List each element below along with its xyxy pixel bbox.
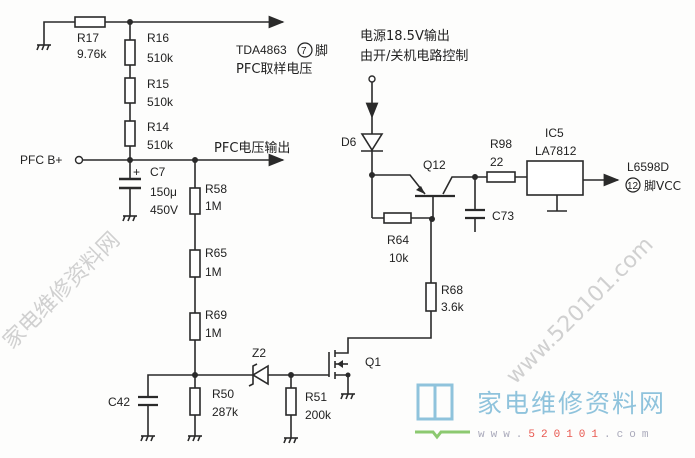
components-r50-name-label: R50 bbox=[212, 387, 234, 401]
use-mark bbox=[187, 435, 203, 442]
polyline-mark bbox=[415, 430, 470, 440]
labels-supply-line1-label: 电源18.5V输出 bbox=[360, 28, 450, 44]
watermark-diag-site: 家电维修资料网 bbox=[0, 228, 125, 355]
pin-circle bbox=[297, 42, 313, 58]
resistor-R98 bbox=[486, 171, 516, 183]
resistor-R51 bbox=[285, 387, 297, 416]
mosfet-Q1 bbox=[328, 218, 432, 400]
labels-pfc-out-label: PFC电压输出 bbox=[214, 140, 290, 156]
components-ic5-part-label: LA7812 bbox=[535, 144, 577, 158]
components-r68-name-label: R68 bbox=[441, 283, 463, 297]
components-c7-voltage-label: 450V bbox=[150, 203, 178, 217]
components-r69-name-label: R69 bbox=[205, 308, 227, 322]
use-mark bbox=[140, 435, 156, 442]
rect-mark bbox=[433, 383, 454, 421]
resistor-R50 bbox=[189, 387, 201, 416]
labels-tda-pin-suffix-label: 脚 bbox=[315, 43, 328, 59]
circle-mark bbox=[429, 216, 435, 222]
path-mark bbox=[337, 360, 343, 368]
circle-mark bbox=[345, 372, 351, 378]
components-r51-name-label: R51 bbox=[305, 390, 327, 404]
components-r50-value-label: 287k bbox=[212, 405, 239, 419]
rect-mark bbox=[416, 383, 437, 421]
resistor-R58 bbox=[189, 187, 201, 215]
watermark-diag-url: www.520101.com bbox=[502, 232, 659, 389]
pin-circle bbox=[625, 177, 641, 193]
components-q1-name-label: Q1 bbox=[365, 355, 381, 369]
labels-supply-line2-label: 由开/关机电路控制 bbox=[360, 48, 468, 64]
top-divider bbox=[36, 15, 285, 160]
use-mark bbox=[36, 44, 52, 51]
polyline-mark bbox=[372, 174, 426, 195]
pfc-input-terminal bbox=[74, 155, 84, 165]
components-r15-value-label: 510k bbox=[147, 95, 174, 109]
path-mark bbox=[416, 186, 425, 194]
components-r68-value-label: 3.6k bbox=[441, 300, 465, 314]
components-r65-name-label: R65 bbox=[205, 246, 227, 260]
components-r16-value-label: 510k bbox=[147, 51, 174, 65]
resistor-R69 bbox=[189, 312, 201, 341]
watermark-url-num-label: 520101 bbox=[528, 429, 604, 441]
logo-url: www.520101.com bbox=[478, 429, 654, 441]
logo-site-name: 家电维修资料网 bbox=[477, 389, 666, 418]
use-mark bbox=[340, 393, 356, 400]
polarity-plus: + bbox=[133, 165, 140, 179]
labels-pfc-in-label: PFC B+ bbox=[20, 153, 62, 167]
polyline-mark bbox=[43, 21, 75, 45]
labels-l6598d-pin-suffix-label: 脚VCC bbox=[644, 178, 681, 193]
polyline-mark bbox=[335, 374, 349, 394]
components-r98-value-label: 22 bbox=[490, 155, 504, 169]
resistor-R16 bbox=[124, 39, 136, 66]
components-r98-name-label: R98 bbox=[490, 137, 512, 151]
components-r14-name-label: R14 bbox=[147, 120, 169, 134]
zener-Z2 bbox=[251, 364, 269, 386]
resistor-R14 bbox=[124, 120, 136, 147]
polyline-mark bbox=[147, 374, 329, 397]
resistor-R15 bbox=[124, 77, 136, 104]
components-r17-value-label: 9.76k bbox=[77, 47, 107, 61]
resistor-R65 bbox=[189, 249, 201, 278]
components-q12-name-label: Q12 bbox=[423, 158, 446, 172]
resistor-R64 bbox=[383, 212, 412, 224]
supply-terminal bbox=[368, 75, 376, 83]
components-c7-name-label: C7 bbox=[150, 165, 166, 179]
components-z2-name-label: Z2 bbox=[252, 346, 266, 360]
components-r58-name-label: R58 bbox=[205, 182, 227, 196]
polyline-mark bbox=[248, 363, 258, 387]
polyline-mark bbox=[335, 218, 432, 354]
use-mark bbox=[283, 437, 299, 444]
resistor-R68 bbox=[425, 282, 437, 312]
labels-pfc-sample-label: PFC取样电压 bbox=[236, 62, 312, 77]
components-c42-name-label: C42 bbox=[108, 395, 130, 409]
labels-l6598d-pin-no-label: 12 bbox=[627, 181, 639, 192]
watermark-url-prefix-label: www. bbox=[478, 429, 528, 441]
use-mark bbox=[122, 215, 138, 222]
ic-IC5 bbox=[526, 160, 584, 196]
components-r64-name-label: R64 bbox=[387, 233, 409, 247]
diode-D6 bbox=[360, 133, 384, 152]
resistor-R17 bbox=[74, 16, 106, 28]
site-logo: 家电维修资料网 www.520101.com bbox=[415, 383, 666, 441]
components-r14-value-label: 510k bbox=[147, 138, 174, 152]
components-c73-name-label: C73 bbox=[492, 209, 514, 223]
components-r64-value-label: 10k bbox=[389, 251, 409, 265]
components-r51-value-label: 200k bbox=[305, 408, 332, 422]
labels-l6598d-label: L6598D bbox=[627, 160, 669, 174]
components-r69-value-label: 1M bbox=[205, 326, 222, 340]
components-r65-value-label: 1M bbox=[205, 265, 222, 279]
transistor-Q12 bbox=[372, 174, 475, 220]
labels-tda-pin-no-label: 7 bbox=[301, 46, 307, 57]
components-ic5-name-label: IC5 bbox=[545, 126, 564, 140]
labels-tda-pin-label: TDA4863 bbox=[236, 43, 287, 57]
components-r58-value-label: 1M bbox=[205, 199, 222, 213]
polyline-mark bbox=[442, 176, 475, 195]
components-d6-name-label: D6 bbox=[341, 135, 357, 149]
components-r17-name-label: R17 bbox=[77, 31, 99, 45]
components-r16-name-label: R16 bbox=[147, 31, 169, 45]
watermark-url-suffix-label: .com bbox=[604, 429, 654, 441]
components-c7-value-label: 150μ bbox=[150, 185, 177, 199]
components-r15-name-label: R15 bbox=[147, 77, 169, 91]
